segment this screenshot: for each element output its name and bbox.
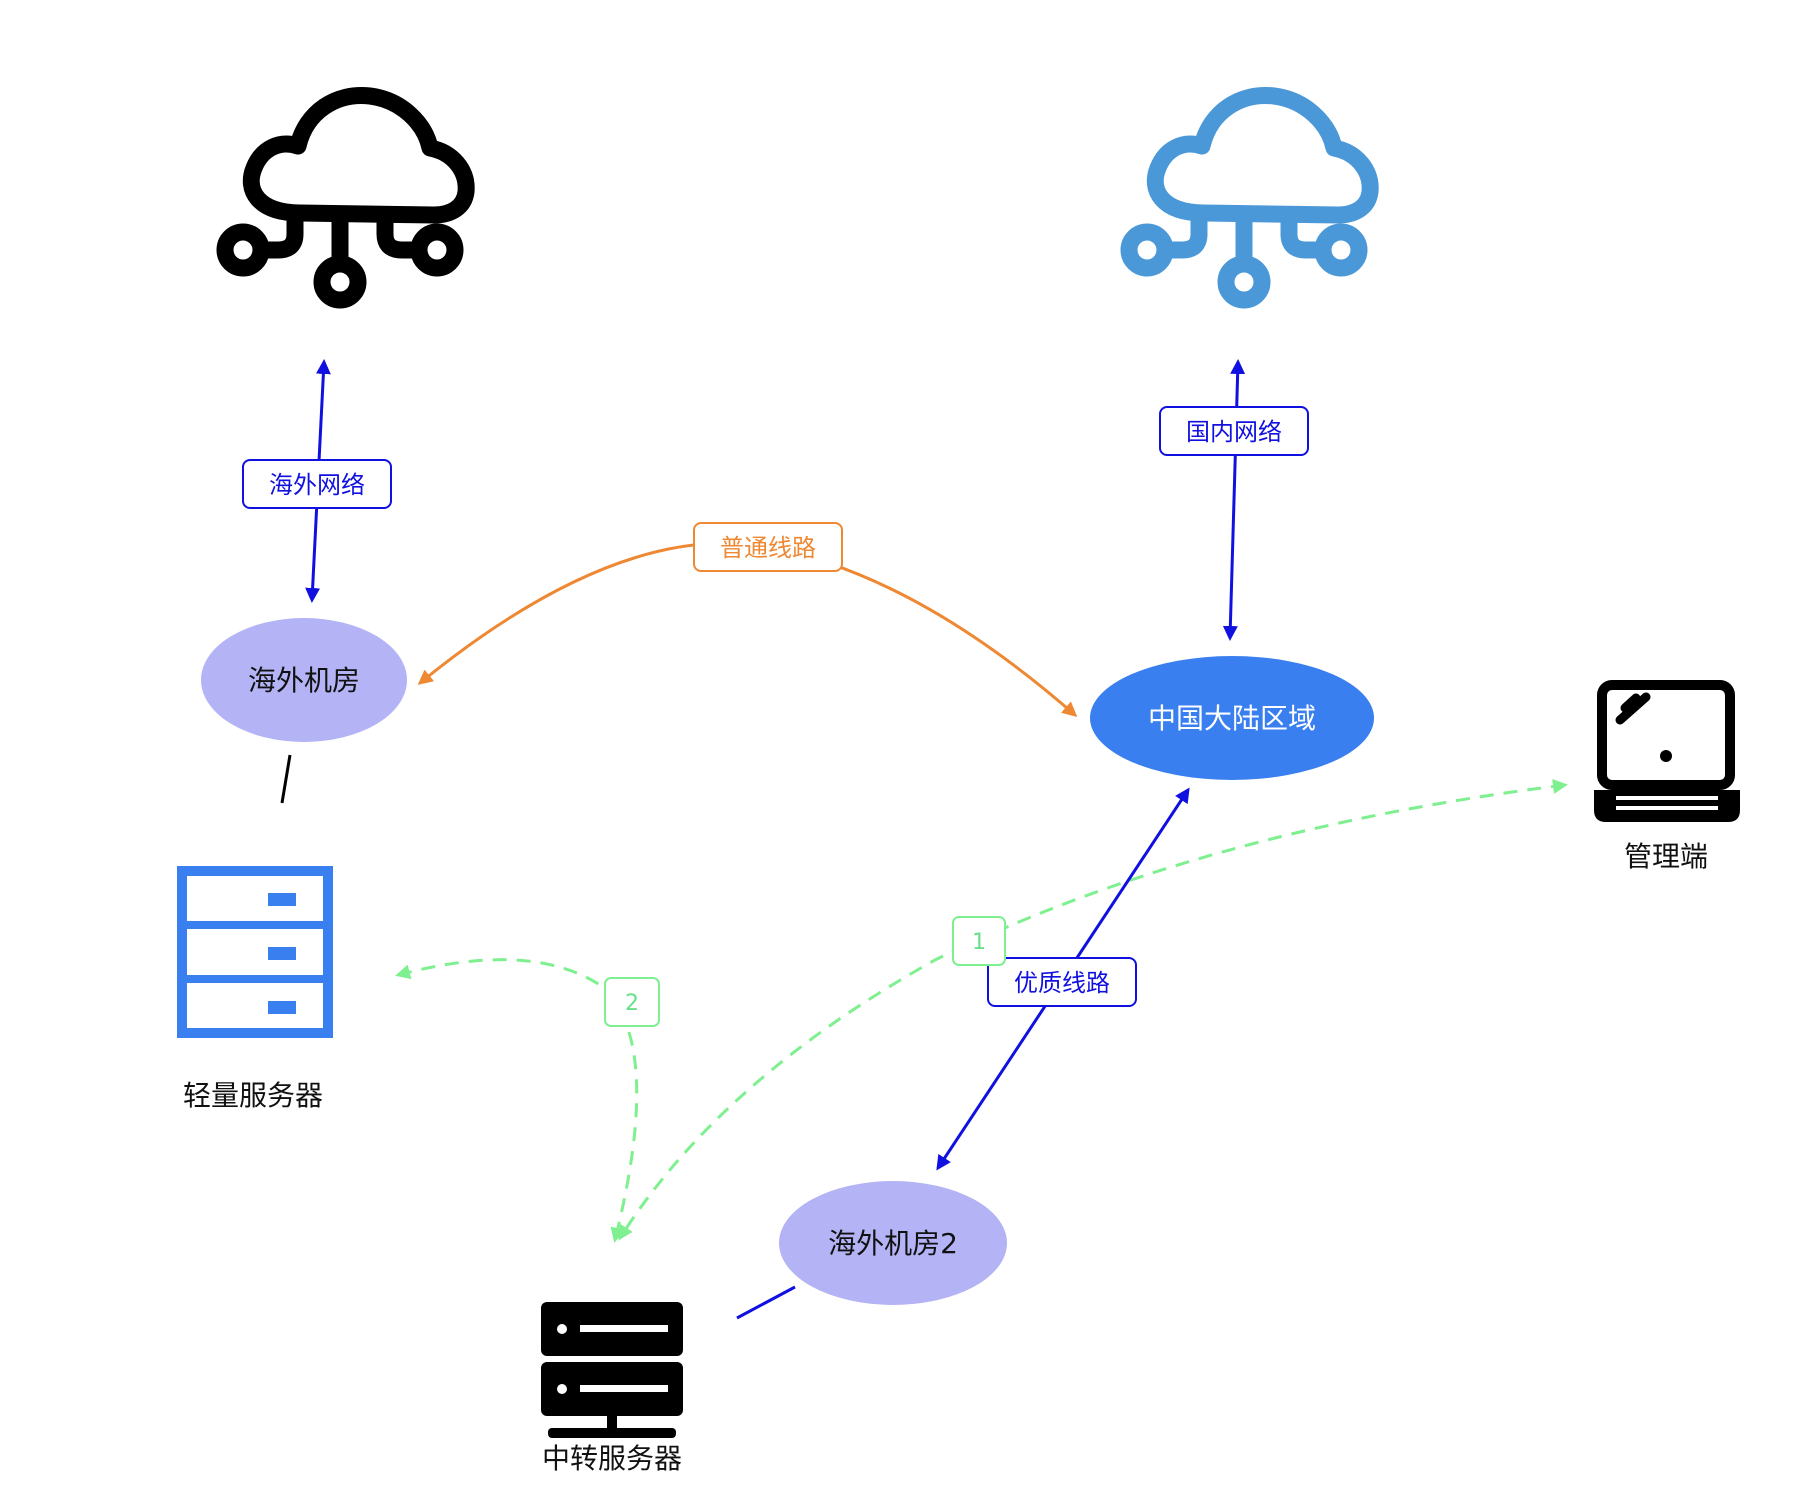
overseas-dc-node: 海外机房 bbox=[201, 618, 407, 742]
premium-line-tag: 优质线路 bbox=[987, 957, 1137, 1007]
server-icon bbox=[541, 1302, 683, 1438]
normal-line-tag: 普通线路 bbox=[693, 522, 843, 572]
dc2-relay-connector bbox=[736, 1285, 796, 1320]
step2-badge: 2 bbox=[604, 977, 660, 1027]
domestic-network-edge bbox=[1222, 359, 1246, 641]
svg-text:优质线路: 优质线路 bbox=[1014, 969, 1110, 997]
step2-dashed-edge bbox=[395, 958, 639, 1243]
svg-text:海外机房: 海外机房 bbox=[248, 664, 360, 697]
svg-text:普通线路: 普通线路 bbox=[720, 534, 816, 562]
dc-server-connector bbox=[280, 754, 292, 804]
overseas-cloud-network-icon bbox=[216, 87, 475, 309]
lightweight-server-caption: 轻量服务器 bbox=[183, 1079, 323, 1112]
relay-server-caption: 中转服务器 bbox=[542, 1442, 682, 1475]
server-rack-icon bbox=[177, 866, 333, 1038]
step1-dashed-edge bbox=[618, 779, 1568, 1241]
svg-text:国内网络: 国内网络 bbox=[1186, 418, 1282, 446]
svg-text:中国大陆区域: 中国大陆区域 bbox=[1148, 702, 1316, 735]
svg-text:海外网络: 海外网络 bbox=[269, 471, 365, 499]
overseas-dc2-node: 海外机房2 bbox=[779, 1181, 1007, 1305]
overseas-network-tag: 海外网络 bbox=[242, 459, 392, 509]
admin-caption: 管理端 bbox=[1624, 840, 1708, 873]
svg-text:2: 2 bbox=[625, 991, 639, 1016]
domestic-network-tag: 国内网络 bbox=[1159, 406, 1309, 456]
step1-badge: 1 bbox=[952, 916, 1006, 966]
svg-text:海外机房2: 海外机房2 bbox=[828, 1227, 958, 1260]
domestic-cloud-network-icon bbox=[1120, 87, 1379, 309]
mainland-node: 中国大陆区域 bbox=[1090, 656, 1374, 780]
laptop-icon bbox=[1594, 680, 1740, 822]
svg-text:1: 1 bbox=[972, 930, 986, 955]
